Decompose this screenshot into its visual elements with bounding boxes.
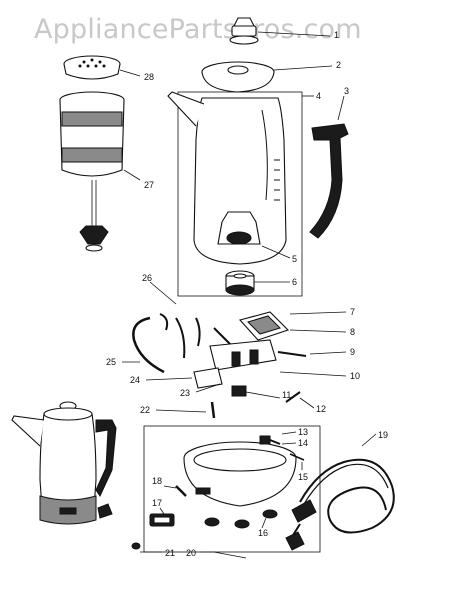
callout-4: 4 [316, 91, 321, 101]
callout-24: 24 [130, 375, 140, 385]
callout-23: 23 [180, 388, 190, 398]
pot-assembly-frame [177, 91, 303, 297]
callout-8: 8 [350, 327, 355, 337]
callout-15: 15 [298, 472, 308, 482]
cover-part [201, 61, 275, 93]
basket-lid-part [63, 55, 121, 80]
callout-5: 5 [292, 254, 297, 264]
pot-handle-part [309, 123, 349, 239]
callout-9: 9 [350, 347, 355, 357]
callout-6: 6 [292, 277, 297, 287]
base-assembly-frame [143, 425, 321, 553]
callout-1: 1 [334, 30, 339, 40]
callout-13: 13 [298, 427, 308, 437]
callout-16: 16 [258, 528, 268, 538]
cover-knob-part [229, 17, 259, 45]
callout-28: 28 [144, 72, 154, 82]
callout-3: 3 [344, 86, 349, 96]
callout-11: 11 [282, 390, 291, 400]
signal-light-parts [149, 485, 187, 527]
callout-20: 20 [186, 548, 196, 558]
assembled-percolator-image [11, 401, 117, 525]
callout-17: 17 [152, 498, 162, 508]
feet-parts [131, 509, 278, 550]
callout-27: 27 [144, 180, 154, 190]
well-nut-part [225, 270, 255, 296]
coffee-basket-part [59, 91, 125, 252]
callout-22: 22 [140, 405, 150, 415]
callout-10: 10 [350, 371, 360, 381]
callout-18: 18 [152, 476, 162, 486]
callout-7: 7 [350, 307, 355, 317]
callout-14: 14 [298, 438, 308, 448]
callout-19: 19 [378, 430, 388, 440]
power-cord-part [285, 458, 395, 551]
percolator-pot-part [167, 91, 287, 265]
thermostat-parts [259, 435, 305, 461]
callout-26: 26 [142, 273, 152, 283]
watermark-text: AppliancePartsPros.com [34, 14, 362, 45]
callout-2: 2 [336, 60, 341, 70]
callout-12: 12 [316, 404, 326, 414]
callout-21: 21 [165, 548, 175, 558]
wiring-assembly-part [132, 311, 307, 419]
base-shell-part [183, 441, 297, 507]
callout-25: 25 [106, 357, 116, 367]
